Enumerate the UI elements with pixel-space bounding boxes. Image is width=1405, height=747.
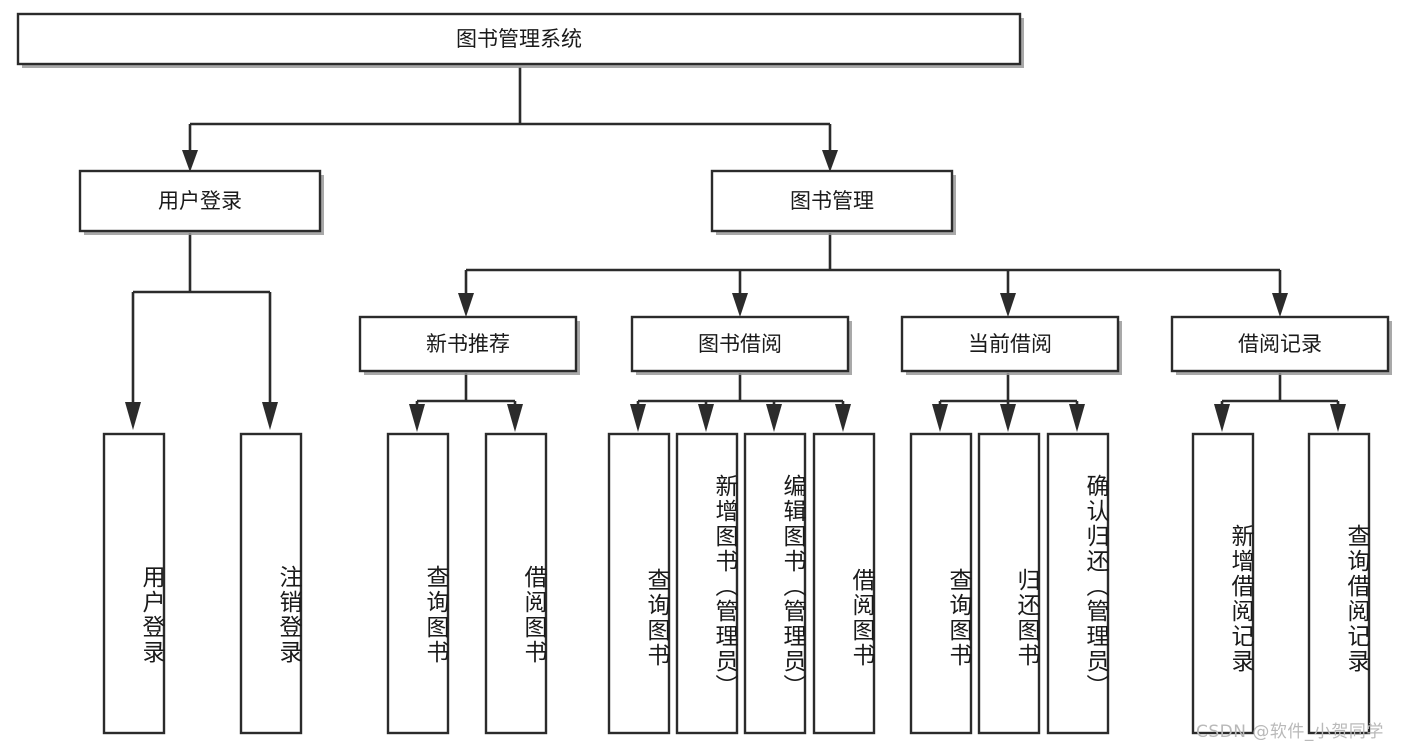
arrowhead-newbook xyxy=(458,293,474,317)
leaf-rect-record-query[interactable] xyxy=(1307,432,1371,735)
root-rect xyxy=(16,12,1022,66)
node-new-book-recommend[interactable]: 新书推荐 xyxy=(358,315,580,375)
arrowhead-bookborrow xyxy=(732,293,748,317)
user-login-rect xyxy=(78,169,322,233)
node-root[interactable]: 图书管理系统 xyxy=(16,12,1024,68)
currentborrow-label: 当前借阅 xyxy=(968,332,1052,356)
leaf-rect-newbook-query[interactable] xyxy=(386,432,450,735)
leaf-rect-borrow-lend[interactable] xyxy=(812,432,876,735)
arrowhead-user-login xyxy=(182,150,198,172)
leaf-rect-newbook-borrow[interactable] xyxy=(484,432,548,735)
arrowhead-borrowrecord xyxy=(1272,293,1288,317)
leaf-rect-borrow-add[interactable] xyxy=(675,432,739,735)
root-label: 图书管理系统 xyxy=(456,27,582,51)
leaf-boxes-group xyxy=(102,432,1371,735)
csdn-watermark: CSDN @软件_小贺同学 xyxy=(1196,722,1384,742)
node-current-borrow[interactable]: 当前借阅 xyxy=(900,315,1122,375)
arrowhead-leaf-user-login xyxy=(125,402,141,430)
newbook-rect xyxy=(358,315,578,373)
borrowrecord-label: 借阅记录 xyxy=(1238,332,1322,356)
arrowhead-currentborrow-leaf1 xyxy=(932,404,948,432)
leaf-rect-current-query[interactable] xyxy=(909,432,973,735)
arrowhead-leaf-logout xyxy=(262,402,278,430)
arrowhead-currentborrow xyxy=(1000,293,1016,317)
leaf-rect-user-login[interactable] xyxy=(102,432,166,735)
leaf-rect-logout[interactable] xyxy=(239,432,303,735)
leaf-rect-borrow-query[interactable] xyxy=(607,432,671,735)
book-mgmt-rect xyxy=(710,169,954,233)
arrowhead-bookborrow-leaf1 xyxy=(630,404,646,432)
arrowhead-newbook-leaf2 xyxy=(507,404,523,432)
node-user-login[interactable]: 用户登录 xyxy=(78,169,324,235)
arrowhead-bookborrow-leaf2 xyxy=(698,404,714,432)
arrowhead-borrowrecord-leaf1 xyxy=(1214,404,1230,432)
node-borrow-record[interactable]: 借阅记录 xyxy=(1170,315,1392,375)
bookborrow-label: 图书借阅 xyxy=(698,332,782,356)
leaf-rect-current-return[interactable] xyxy=(977,432,1041,735)
user-login-label: 用户登录 xyxy=(158,189,242,213)
arrowhead-bookborrow-leaf4 xyxy=(835,404,851,432)
node-book-management[interactable]: 图书管理 xyxy=(710,169,956,235)
arrowhead-bookborrow-leaf3 xyxy=(766,404,782,432)
book-mgmt-label: 图书管理 xyxy=(790,189,874,213)
bookborrow-rect xyxy=(630,315,850,373)
borrowrecord-rect xyxy=(1170,315,1390,373)
arrowhead-newbook-leaf1 xyxy=(409,404,425,432)
arrowhead-currentborrow-leaf2 xyxy=(1000,404,1016,432)
leaf-rect-borrow-edit[interactable] xyxy=(743,432,807,735)
arrowhead-currentborrow-leaf3 xyxy=(1069,404,1085,432)
newbook-label: 新书推荐 xyxy=(426,332,510,356)
leaf-rect-record-add[interactable] xyxy=(1191,432,1255,735)
arrowhead-borrowrecord-leaf2 xyxy=(1330,404,1346,432)
leaf-rect-current-confirm[interactable] xyxy=(1046,432,1110,735)
currentborrow-rect xyxy=(900,315,1120,373)
connectors-group xyxy=(125,67,1346,432)
arrowhead-book-mgmt xyxy=(822,150,838,172)
node-book-borrow[interactable]: 图书借阅 xyxy=(630,315,852,375)
